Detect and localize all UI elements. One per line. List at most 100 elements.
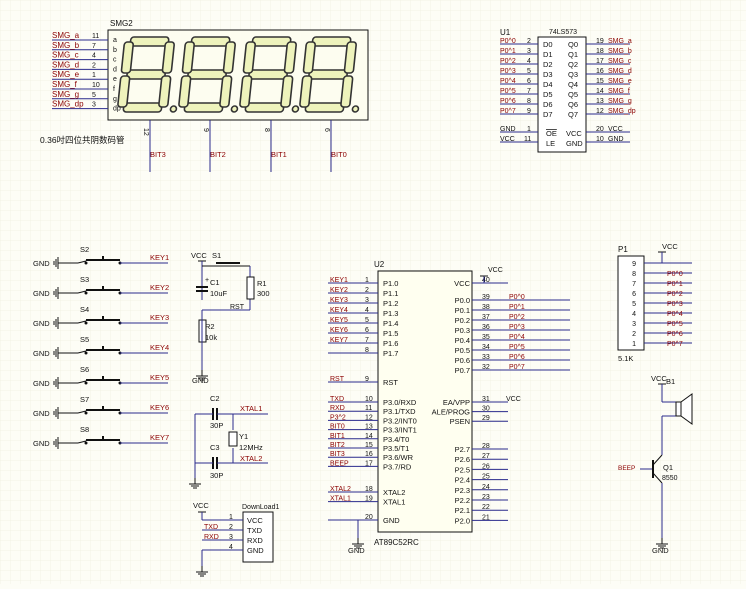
latch-output-name: Q7: [568, 110, 578, 119]
switch-lead: [77, 380, 87, 384]
mcu-right-net-label: P0^4: [509, 334, 525, 341]
latch-output-name: Q0: [568, 40, 578, 49]
seg-f-1: [181, 41, 195, 74]
c1-label: C1: [210, 278, 220, 287]
seg-dp-2: [291, 105, 300, 113]
digit-net-label: BIT3: [150, 150, 166, 159]
pullup-net-label: P0^4: [667, 311, 683, 318]
seg-a-1: [190, 36, 231, 47]
mcu-right-pin-name: P0.2: [455, 316, 470, 325]
switch-ref-label: S2: [80, 245, 89, 254]
buzzer-ground-symbol: [656, 538, 668, 549]
mcu-right-pin-number: 24: [482, 484, 490, 491]
mcu-left-net-label: XTAL2: [330, 486, 351, 493]
q1-value: 8550: [662, 475, 678, 482]
latch-output-net: SMG_e: [608, 78, 632, 85]
mcu-left-pin-name: GND: [383, 516, 400, 525]
mcu-left-pin-name: P1.2: [383, 299, 398, 308]
latch-input-net: P0^6: [500, 98, 516, 105]
mcu-right-net-label: P0^6: [509, 354, 525, 361]
mcu-left-net-label: KEY5: [330, 317, 348, 324]
mcu-ground-symbol: [352, 538, 364, 549]
mcu-left-pin-number: 8: [365, 347, 369, 354]
seg-g-2: [248, 69, 289, 80]
switch-net-label: KEY1: [150, 253, 169, 262]
switch-contact: [84, 261, 88, 265]
seg-d-3: [304, 102, 345, 113]
pullup-vcc-label: VCC: [662, 242, 678, 251]
latch-output-net: SMG_g: [608, 98, 632, 105]
mcu-gnd-label: GND: [348, 546, 365, 555]
c2-value: 30P: [210, 421, 223, 430]
seg-f-3: [302, 41, 316, 74]
switch-lead: [77, 350, 87, 354]
mcu-part-label: AT89C52RC: [374, 538, 419, 547]
switch-net-label: KEY6: [150, 403, 169, 412]
download-pin-number: 3: [229, 534, 233, 541]
pullup-ref-label: P1: [618, 245, 628, 254]
buzzer-b1-horn: [680, 393, 693, 425]
segment-pin-number: 2: [92, 62, 96, 69]
seg-e-0: [117, 75, 131, 108]
download-ref-label: DownLoad1: [242, 504, 279, 511]
latch-output-name: Q2: [568, 60, 578, 69]
mcu-right-pin-name: P2.2: [455, 496, 470, 505]
latch-le-name: LE: [546, 139, 555, 148]
mcu-left-pin-name: P1.3: [383, 309, 398, 318]
pullup-pin-number: 7: [632, 281, 636, 288]
mcu-left-net-label: RST: [330, 376, 345, 383]
download-pin-name: RXD: [247, 536, 263, 545]
mcu-right-pin-name: P2.7: [455, 445, 470, 454]
seg-f-2: [242, 41, 256, 74]
download-pin-name: VCC: [247, 516, 263, 525]
display-digit: [178, 36, 239, 113]
segment-pin-name: dp: [113, 106, 121, 113]
crystal-y1: [228, 431, 238, 447]
seg-c-3: [340, 75, 354, 108]
seg-dp-0: [169, 105, 178, 113]
mcu-left-net-label: KEY1: [330, 277, 348, 284]
mcu-left-pin-number: 1: [365, 277, 369, 284]
mcu-right-pin-number: 29: [482, 415, 490, 422]
mcu-right-pin-name: P2.4: [455, 476, 470, 485]
digit-pin-number: 6: [323, 128, 330, 132]
r2-value: 10k: [205, 333, 217, 342]
mcu-right-pin-name: VCC: [454, 279, 470, 288]
seg-g-3: [308, 69, 349, 80]
segment-net-label: SMG_a: [52, 31, 80, 40]
latch-input-name: D2: [543, 60, 553, 69]
mcu-left-pin-number: 15: [365, 442, 373, 449]
mcu-right-pin-name: P0.5: [455, 346, 470, 355]
mcu-ref-label: U2: [374, 260, 385, 269]
pullup-net-label: P0^6: [667, 331, 683, 338]
latch-input-name: D0: [543, 40, 553, 49]
download-header-body: [242, 511, 274, 563]
mcu-left-net-label: XTAL1: [330, 496, 351, 503]
latch-input-net: P0^0: [500, 38, 516, 45]
seg-a-2: [251, 36, 292, 47]
download-pin-number: 2: [229, 524, 233, 531]
mcu-right-net-label: P0^5: [509, 344, 525, 351]
mcu-right-pin-number: 21: [482, 514, 490, 521]
transistor-emitter: [652, 472, 663, 484]
mcu-left-pin-number: 19: [365, 496, 373, 503]
mcu-left-pin-name: P1.6: [383, 339, 398, 348]
latch-output-name: Q4: [568, 80, 578, 89]
latch-input-net: P0^5: [500, 88, 516, 95]
c1-plus: +: [205, 277, 209, 284]
mcu-left-net-label: BIT2: [330, 442, 345, 449]
download-pin-number: 1: [229, 514, 233, 521]
digit-net-label: BIT0: [331, 150, 347, 159]
switch-lead: [77, 290, 87, 294]
latch-output-net: SMG_b: [608, 48, 632, 55]
c2-label: C2: [210, 394, 220, 403]
segment-pin-number: 1: [92, 72, 96, 79]
segment-pin-number: 10: [92, 82, 100, 89]
segment-pin-number: 3: [92, 102, 96, 109]
mcu-right-pin-name: P2.6: [455, 455, 470, 464]
switch-ref-label: S3: [80, 275, 89, 284]
segment-pin-name: b: [113, 47, 117, 54]
display-digit: [239, 36, 300, 113]
switch-ground-symbol: [53, 437, 64, 449]
seg-d-0: [122, 102, 163, 113]
